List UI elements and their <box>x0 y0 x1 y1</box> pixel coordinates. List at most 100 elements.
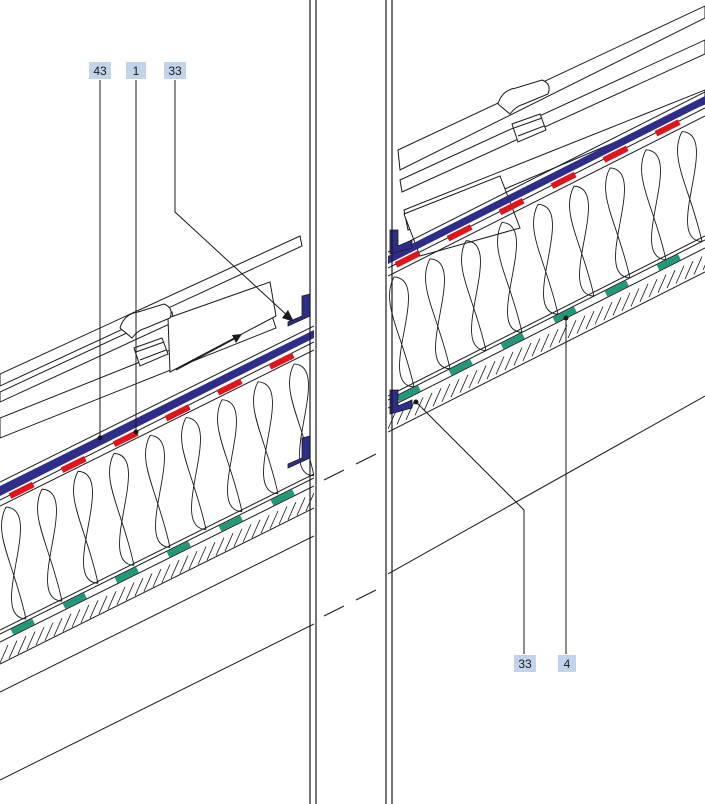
callout-4: 4 <box>558 655 576 672</box>
green-strip <box>218 515 243 532</box>
board-hatch <box>71 609 81 628</box>
break-dashes <box>323 453 377 617</box>
board-hatch <box>278 506 288 525</box>
left-panel <box>0 235 314 781</box>
green-strip <box>114 567 139 584</box>
board-hatch <box>459 374 469 393</box>
board-hatch <box>170 559 180 579</box>
board-hatch <box>98 595 108 614</box>
flow-arrow <box>175 334 242 371</box>
separation-strips-right <box>394 119 681 268</box>
board-hatch <box>648 279 658 298</box>
board-hatch <box>233 528 243 547</box>
board-hatch <box>224 533 234 552</box>
board-hatch <box>0 644 9 664</box>
board-hatch <box>423 392 433 411</box>
board-hatch <box>477 365 487 384</box>
red-strip <box>654 119 681 137</box>
insulation-loop <box>425 258 451 370</box>
board-hatch <box>567 319 577 339</box>
roof-tiles-left <box>0 235 303 439</box>
red-strip <box>268 352 295 370</box>
insulation-loop <box>497 222 523 333</box>
board-hatch <box>432 388 442 407</box>
board-hatch <box>522 342 532 362</box>
board-hatch <box>215 537 225 556</box>
board-hatch <box>206 541 216 561</box>
board-hatch <box>612 297 622 316</box>
green-strip <box>552 306 577 323</box>
red-strip <box>394 250 421 268</box>
board-hatch <box>657 274 667 293</box>
rafter-lines-left <box>0 535 314 781</box>
red-strip <box>446 224 473 242</box>
board-hatch <box>26 631 36 650</box>
insulation-right <box>388 115 705 397</box>
board-hatch <box>116 586 126 606</box>
board-hatch <box>495 356 505 375</box>
insulation-left <box>0 349 314 631</box>
insulation-loop <box>641 149 667 261</box>
board-hatch <box>675 265 685 284</box>
board-hatch <box>80 604 90 623</box>
board-hatch <box>287 501 297 521</box>
board-hatch <box>125 582 135 601</box>
board-hatch <box>197 546 207 565</box>
separation-strips-left <box>8 352 295 499</box>
board-hatch <box>693 256 703 275</box>
green-strip <box>10 618 35 635</box>
board-hatch <box>585 310 595 330</box>
leader-lines <box>99 80 567 654</box>
insulation-loop <box>217 399 243 513</box>
callout-33-top-label: 33 <box>168 64 182 78</box>
red-strip <box>550 171 577 189</box>
board-hatch <box>8 640 18 659</box>
board-hatch <box>531 338 541 357</box>
board-hatch <box>143 573 153 592</box>
insulation-loop <box>605 167 631 279</box>
red-strip <box>8 481 35 499</box>
board-hatch <box>53 618 63 637</box>
red-strip <box>112 430 139 448</box>
red-strip <box>60 455 87 473</box>
board-hatch <box>450 379 460 398</box>
board-hatch <box>296 497 306 516</box>
board-hatch <box>134 577 144 597</box>
board-hatch <box>468 369 478 389</box>
rafter-lines-right <box>388 395 705 575</box>
board-hatch <box>260 515 270 534</box>
board-hatch <box>594 306 604 325</box>
board-hatch <box>405 401 415 421</box>
insulation-loop <box>533 203 559 315</box>
board-hatch <box>17 635 27 655</box>
green-strip <box>270 489 295 506</box>
section-break-lines <box>309 0 393 804</box>
insulation-loop <box>253 381 279 495</box>
membrane-layers-left <box>0 325 314 501</box>
board-hatch <box>486 360 496 380</box>
board-hatch <box>549 329 559 348</box>
callout-1: 1 <box>126 62 146 79</box>
insulation-loop <box>73 470 99 584</box>
leader-arrowhead <box>282 310 294 322</box>
board-hatch <box>269 510 279 530</box>
board-hatch <box>666 270 676 289</box>
board-hatch <box>107 591 117 610</box>
insulation-loop <box>677 131 703 243</box>
board-hatch <box>621 292 631 312</box>
insulation-loop <box>461 240 487 352</box>
board-hatch <box>44 622 54 641</box>
callout-33-bottom-label: 33 <box>518 657 532 671</box>
green-strip <box>604 280 629 297</box>
board-hatch <box>684 260 694 280</box>
insulation-loop <box>569 185 595 297</box>
red-strip <box>602 145 629 163</box>
callout-33-top: 33 <box>164 62 186 79</box>
insulation-loop <box>37 488 63 602</box>
board-hatch <box>576 315 586 334</box>
board-hatch <box>540 333 550 352</box>
callout-43-label: 43 <box>93 64 107 78</box>
red-strip <box>498 198 525 216</box>
board-hatch <box>702 264 705 271</box>
